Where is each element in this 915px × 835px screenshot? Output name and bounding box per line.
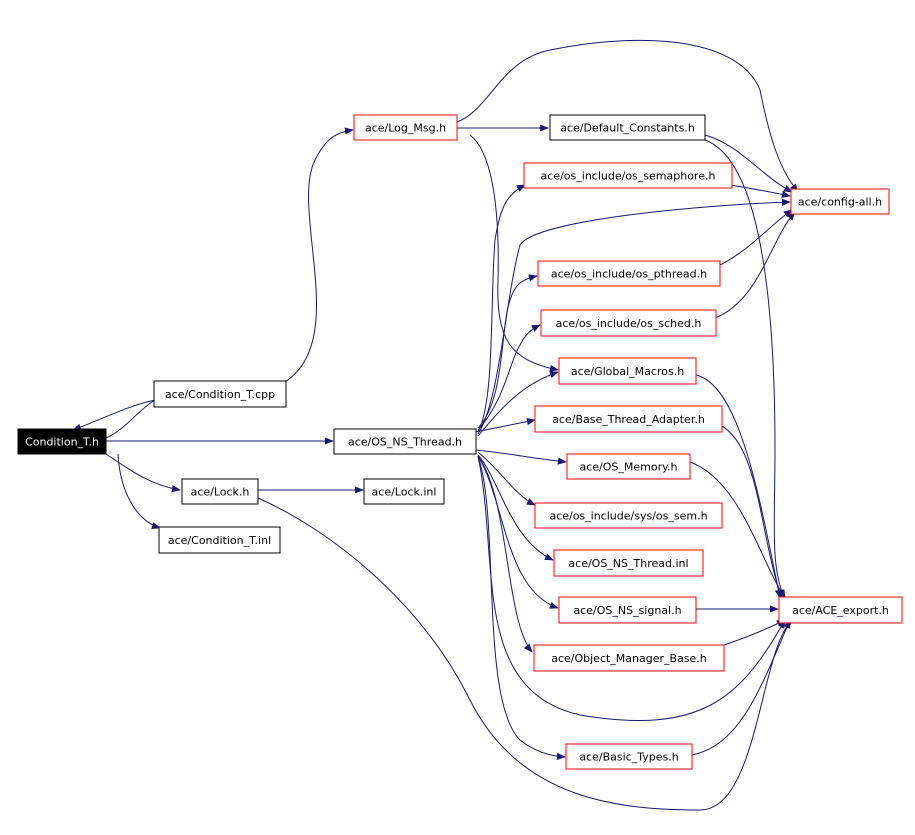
node-lock-inl[interactable]: ace/Lock.inl (363, 478, 445, 505)
node-label: ace/Base_Thread_Adapter.h (552, 413, 705, 426)
node-os-sched-h[interactable]: ace/os_include/os_sched.h (540, 309, 717, 337)
node-label: ace/OS_NS_signal.h (573, 604, 681, 617)
node-label: ace/os_include/os_semaphore.h (541, 170, 716, 183)
node-condition-t-inl[interactable]: ace/Condition_T.inl (158, 526, 281, 554)
node-os-sem-h[interactable]: ace/os_include/sys/os_sem.h (534, 502, 723, 529)
node-lock-h[interactable]: ace/Lock.h (181, 478, 259, 505)
node-label: ace/Basic_Types.h (579, 751, 678, 764)
node-object-manager-base-h[interactable]: ace/Object_Manager_Base.h (533, 644, 725, 672)
edge-base-thread-adapter-h-to-ace-export-h (719, 424, 783, 599)
node-base-thread-adapter-h[interactable]: ace/Base_Thread_Adapter.h (534, 405, 723, 433)
edge-condition-t-cpp-to-log-msg-h (284, 127, 354, 383)
edge-os-sched-h-to-config-all-h (714, 211, 796, 319)
dependency-edges (72, 39, 799, 811)
node-label: ace/OS_NS_Thread.h (348, 436, 462, 449)
edge-os-ns-thread-h-to-os-ns-thread-inl (477, 454, 554, 561)
node-label: ace/Global_Macros.h (571, 365, 684, 378)
node-label: ace/os_include/sys/os_sem.h (549, 510, 707, 523)
node-label: ace/os_include/os_pthread.h (551, 268, 707, 281)
edge-os-ns-thread-h-to-os-sched-h (477, 324, 541, 431)
node-box (558, 596, 697, 624)
node-box (534, 405, 723, 433)
node-os-ns-thread-h[interactable]: ace/OS_NS_Thread.h (333, 428, 477, 455)
node-label: ace/os_include/os_sched.h (556, 317, 702, 330)
edge-os-ns-thread-h-to-global-macros-h (477, 371, 559, 437)
node-label: ace/OS_NS_Thread.inl (568, 557, 688, 570)
node-os-memory-h[interactable]: ace/OS_Memory.h (566, 453, 691, 480)
node-box (158, 526, 281, 554)
node-label: ace/Lock.h (191, 486, 250, 499)
graph-nodes: Condition_T.h ace/Condition_T.cpp ace/Lock… (17, 114, 903, 770)
edge-os-ns-thread-h-to-ace-export-h (477, 455, 786, 722)
edge-os-ns-thread-h-to-object-manager-base-h (477, 455, 533, 653)
node-label: ace/Object_Manager_Base.h (551, 652, 707, 665)
edge-os-ns-thread-h-to-os-ns-signal-h (477, 455, 559, 609)
node-label: ace/ACE_export.h (792, 604, 889, 617)
node-condition-t-h[interactable]: Condition_T.h (17, 428, 107, 455)
node-basic-types-h[interactable]: ace/Basic_Types.h (565, 743, 693, 770)
node-box (17, 428, 107, 455)
edge-os-ns-thread-h-to-os-pthread-h (477, 274, 538, 429)
node-ace-export-h[interactable]: ace/ACE_export.h (778, 596, 903, 624)
node-box (565, 743, 693, 770)
edge-os-semaphore-h-to-config-all-h (729, 184, 791, 198)
node-box (537, 260, 721, 287)
node-label: ace/Lock.inl (372, 486, 437, 499)
node-label: Condition_T.h (25, 436, 99, 449)
node-box (353, 114, 458, 141)
edge-basic-types-h-to-ace-export-h (691, 619, 791, 756)
node-box (566, 453, 691, 480)
edge-os-ns-thread-h-to-os-memory-h (474, 449, 567, 465)
node-label: ace/config-all.h (798, 196, 882, 209)
edge-object-manager-base-h-to-ace-export-h (723, 619, 786, 646)
edge-log-msg-h-to-global-macros-h (469, 134, 559, 372)
node-label: ace/Log_Msg.h (365, 122, 446, 135)
node-os-semaphore-h[interactable]: ace/os_include/os_semaphore.h (523, 162, 733, 189)
node-box (558, 357, 697, 385)
edge-os-ns-thread-h-to-base-thread-adapter-h (474, 418, 536, 433)
edge-root-to-lock-h (105, 453, 181, 493)
edge-os-ns-thread-h-to-basic-types-h (477, 455, 566, 761)
node-box (181, 478, 259, 505)
node-condition-t-cpp[interactable]: ace/Condition_T.cpp (153, 380, 287, 408)
node-box (549, 114, 706, 141)
node-os-pthread-h[interactable]: ace/os_include/os_pthread.h (537, 260, 721, 287)
node-box (153, 380, 287, 408)
node-config-all-h[interactable]: ace/config-all.h (790, 188, 890, 215)
node-box (333, 428, 477, 455)
node-box (553, 549, 704, 577)
edge-global-macros-h-to-ace-export-h (695, 374, 782, 599)
edge-lock-h-to-ace-export-h (257, 497, 796, 811)
edge-log-msg-h-to-config-all-h (456, 39, 799, 193)
node-label: ace/OS_Memory.h (579, 461, 677, 474)
node-label: ace/Default_Constants.h (560, 122, 695, 135)
node-box (363, 478, 445, 505)
node-box (534, 502, 723, 529)
edge-os-ns-thread-h-to-os-semaphore-h (477, 184, 526, 433)
node-os-ns-thread-inl[interactable]: ace/OS_NS_Thread.inl (553, 549, 704, 577)
node-box (523, 162, 733, 189)
node-default-constants-h[interactable]: ace/Default_Constants.h (549, 114, 706, 141)
node-box (778, 596, 903, 624)
node-box (540, 309, 717, 337)
edge-os-pthread-h-to-config-all-h (719, 209, 793, 266)
node-log-msg-h[interactable]: ace/Log_Msg.h (353, 114, 458, 141)
node-os-ns-signal-h[interactable]: ace/OS_NS_signal.h (558, 596, 697, 624)
edge-default-constants-h-to-ace-export-h (704, 139, 786, 599)
node-box (790, 188, 890, 215)
edge-os-ns-thread-h-to-config-all-h (477, 198, 791, 435)
edge-os-memory-h-to-ace-export-h (689, 461, 786, 599)
node-label: ace/Condition_T.inl (168, 534, 271, 547)
node-global-macros-h[interactable]: ace/Global_Macros.h (558, 357, 697, 385)
node-box (533, 644, 725, 672)
edge-os-ns-thread-h-to-os-sem-h (477, 451, 536, 506)
node-label: ace/Condition_T.cpp (165, 388, 275, 401)
edge-default-constants-h-to-config-all-h (704, 134, 793, 193)
edge-root-to-condition-t-inl (117, 453, 161, 529)
